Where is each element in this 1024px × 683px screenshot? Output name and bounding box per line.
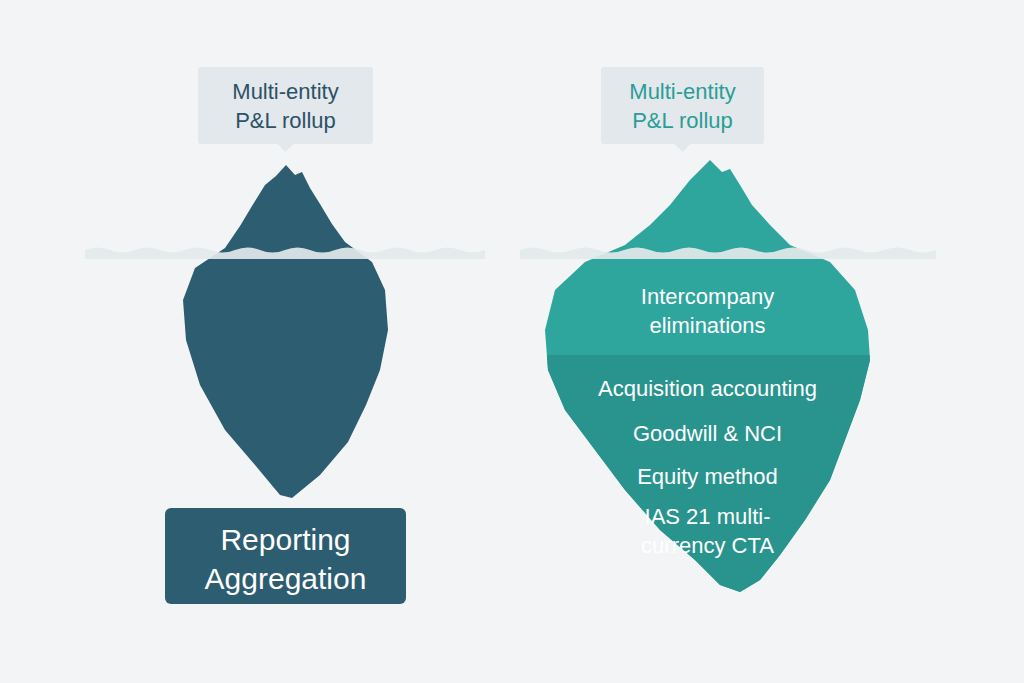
node-text: Multi-entity P&L rollup: [216, 78, 356, 135]
iceberg-band: Acquisition accountingGoodwill & NCI Equi…: [545, 355, 870, 592]
iceberg-shape: Intercompany eliminationsAcquisition acc…: [545, 160, 870, 592]
node-text: Acquisition accounting: [563, 375, 853, 404]
node-text: IAS 21 multi-currency CTA: [623, 503, 793, 560]
node-text: Goodwill & NCI: [563, 420, 853, 449]
iceberg-outline: [545, 160, 870, 592]
node-text: Intercompany eliminations: [598, 283, 818, 340]
callout-outline: [601, 67, 764, 152]
callout-box: Multi-entity P&L rollup: [198, 67, 373, 153]
callout-box: Multi-entity P&L rollup: [601, 67, 764, 153]
box-outline: [165, 508, 406, 604]
result-box: Reporting Aggregation: [165, 508, 406, 604]
node-text: Multi-entity P&L rollup: [613, 78, 753, 135]
node-text: Reporting Aggregation: [176, 520, 396, 598]
water-line: [85, 248, 485, 260]
node-text: Equity method: [563, 463, 853, 492]
iceberg-outline: [545, 355, 870, 592]
callout-outline: [198, 67, 373, 152]
water-line: [520, 248, 936, 260]
iceberg-shape: [183, 165, 388, 498]
